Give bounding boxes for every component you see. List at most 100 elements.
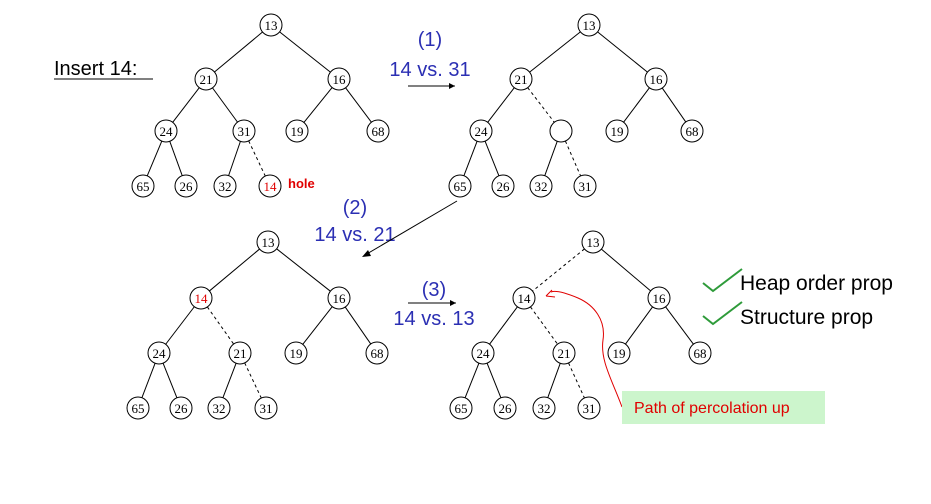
- heap-node: [189, 286, 213, 310]
- tree-edge: [601, 248, 651, 292]
- tree-edge: [248, 140, 266, 177]
- heap-node-label: 31: [579, 179, 592, 194]
- heap-node-label: 68: [371, 346, 384, 361]
- heap-node: [365, 341, 389, 365]
- heap-node: [207, 396, 231, 420]
- tree-edge: [212, 87, 238, 123]
- tree-edge: [146, 140, 163, 177]
- heap-node: [491, 174, 515, 198]
- heap-node: [493, 396, 517, 420]
- heap-node-label: 21: [200, 72, 213, 87]
- tree-edge: [661, 87, 687, 123]
- legend-structure: Structure prop: [740, 306, 873, 329]
- heap-node: [256, 230, 280, 254]
- tree-edge: [463, 141, 478, 176]
- hole-label: hole: [288, 176, 315, 191]
- tree-edge: [547, 363, 561, 398]
- percolation-arrowhead: [545, 289, 556, 298]
- heap-node-label: 21: [234, 346, 247, 361]
- heap-node-label: 13: [587, 235, 600, 250]
- heap-node: [552, 341, 576, 365]
- heap-node-label: 14: [195, 291, 209, 306]
- heap-node: [327, 286, 351, 310]
- check-icon: [702, 268, 743, 293]
- heap-node: [259, 13, 283, 37]
- heap-node: [131, 174, 155, 198]
- heap-node-label: 14: [264, 179, 278, 194]
- heap-node: [605, 119, 629, 143]
- heap-node: [232, 119, 256, 143]
- heap-node-label: 13: [583, 18, 596, 33]
- tree-edge: [172, 87, 200, 123]
- tree-edge: [162, 363, 178, 398]
- heap-node-label: 16: [653, 291, 667, 306]
- heap-node-label: 68: [694, 346, 707, 361]
- callout-box: [622, 391, 825, 424]
- heap-node-label: 26: [180, 179, 194, 194]
- check-icon: [702, 301, 743, 326]
- tree-edge: [487, 87, 515, 123]
- tree-edge: [530, 306, 558, 345]
- heap-node: [688, 341, 712, 365]
- heap-node: [228, 341, 252, 365]
- heap-node: [147, 341, 171, 365]
- heap-node: [529, 174, 553, 198]
- heap-node-label: 14: [518, 291, 532, 306]
- heap-node-label: 65: [132, 401, 145, 416]
- tree-edge: [597, 31, 648, 73]
- tree-edge: [209, 248, 260, 292]
- heap-node: [680, 119, 704, 143]
- heap-node-label: 31: [583, 401, 596, 416]
- step-1-arrowhead: [449, 83, 455, 89]
- heap-node: [213, 174, 237, 198]
- heap-node: [327, 67, 351, 91]
- tree-edge: [544, 141, 558, 176]
- step-2-number: (2): [343, 197, 367, 219]
- heap-node-label: 24: [160, 124, 174, 139]
- heap-node-label: 13: [262, 235, 275, 250]
- diagram-title: Insert 14:: [54, 58, 137, 80]
- heap-node: [366, 119, 390, 143]
- tree-edge: [169, 141, 183, 176]
- tree-edge: [302, 306, 333, 345]
- tree-edge: [532, 248, 585, 292]
- tree-edge: [141, 363, 156, 398]
- tree-edge: [665, 306, 694, 345]
- heap-node: [509, 67, 533, 91]
- tree-edge: [276, 248, 331, 292]
- heap-node: [577, 13, 601, 37]
- tree-edge: [345, 87, 372, 123]
- heap-hole-node: [549, 119, 573, 143]
- heap-node-label: 13: [265, 18, 278, 33]
- step-1-number: (1): [418, 29, 442, 51]
- heap-node-label: 21: [515, 72, 528, 87]
- heap-node: [581, 230, 605, 254]
- heap-node: [254, 396, 278, 420]
- heap-node: [512, 286, 536, 310]
- tree-edge: [486, 363, 502, 398]
- tree-edge: [489, 306, 518, 345]
- tree-edge: [484, 141, 500, 176]
- heap-node-label: 31: [260, 401, 273, 416]
- heap-node: [471, 341, 495, 365]
- tree-edge: [568, 362, 585, 399]
- tree-edge: [279, 31, 331, 73]
- heap-node: [258, 174, 282, 198]
- tree-edge: [625, 306, 653, 345]
- heap-node-label: 32: [219, 179, 232, 194]
- heap-node: [126, 396, 150, 420]
- heap-node-label: 24: [475, 124, 489, 139]
- heap-node: [469, 119, 493, 143]
- heap-node-label: 65: [455, 401, 468, 416]
- heap-node: [449, 396, 473, 420]
- tree-edge: [464, 363, 480, 398]
- tree-edge: [165, 306, 195, 345]
- heap-node-label: 32: [213, 401, 226, 416]
- step-2-arrow: [364, 200, 458, 256]
- heap-node: [573, 174, 597, 198]
- heap-node-label: 31: [238, 124, 251, 139]
- step-1-text: 14 vs. 31: [389, 59, 470, 81]
